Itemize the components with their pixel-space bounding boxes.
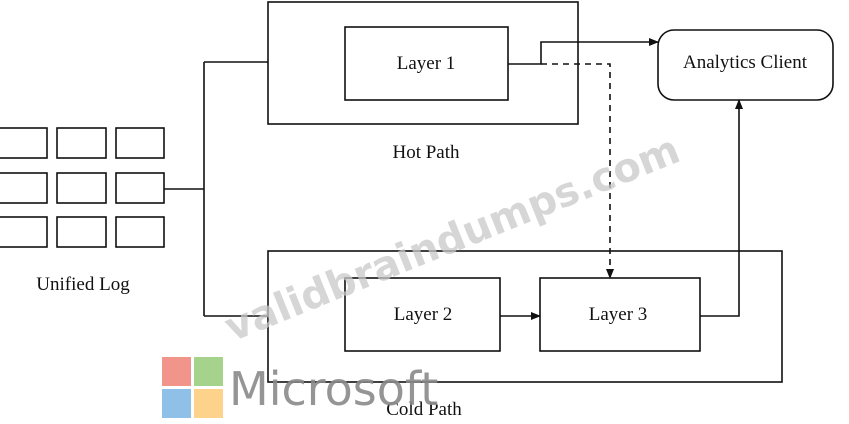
log-cell <box>0 172 48 204</box>
log-connectors <box>164 61 268 317</box>
analytics-client-box <box>657 29 834 101</box>
arrow-layer1-to-client <box>508 38 659 65</box>
log-cell <box>115 127 165 159</box>
layer-1-label: Layer 1 <box>397 53 456 74</box>
ms-logo-green-square <box>194 357 223 386</box>
unified-log-grid <box>0 127 165 248</box>
cold-path-container <box>267 250 783 383</box>
microsoft-logo: Microsoft <box>162 357 438 418</box>
log-cell <box>56 127 107 159</box>
log-cell <box>115 216 165 248</box>
layer-3-label: Layer 3 <box>589 304 648 325</box>
analytics-client-label: Analytics Client <box>683 52 808 73</box>
log-cell <box>0 216 48 248</box>
arrow-layer1-to-layer3-dashed <box>541 63 614 279</box>
arrow-layer3-to-client <box>700 99 743 317</box>
hot-path-label: Hot Path <box>392 142 460 163</box>
log-cell <box>0 127 48 159</box>
ms-logo-yellow-square <box>194 389 223 418</box>
cold-path-label: Cold Path <box>386 399 462 420</box>
ms-logo-red-square <box>162 357 191 386</box>
layer-2-label: Layer 2 <box>394 304 453 325</box>
hot-path-container <box>267 1 579 125</box>
ms-logo-text: Microsoft <box>229 362 438 416</box>
ms-logo-blue-square <box>162 389 191 418</box>
layer-2-box <box>344 277 501 352</box>
log-cell <box>56 172 107 204</box>
log-cell <box>115 172 165 204</box>
log-cell <box>56 216 107 248</box>
unified-log-label: Unified Log <box>36 274 130 295</box>
